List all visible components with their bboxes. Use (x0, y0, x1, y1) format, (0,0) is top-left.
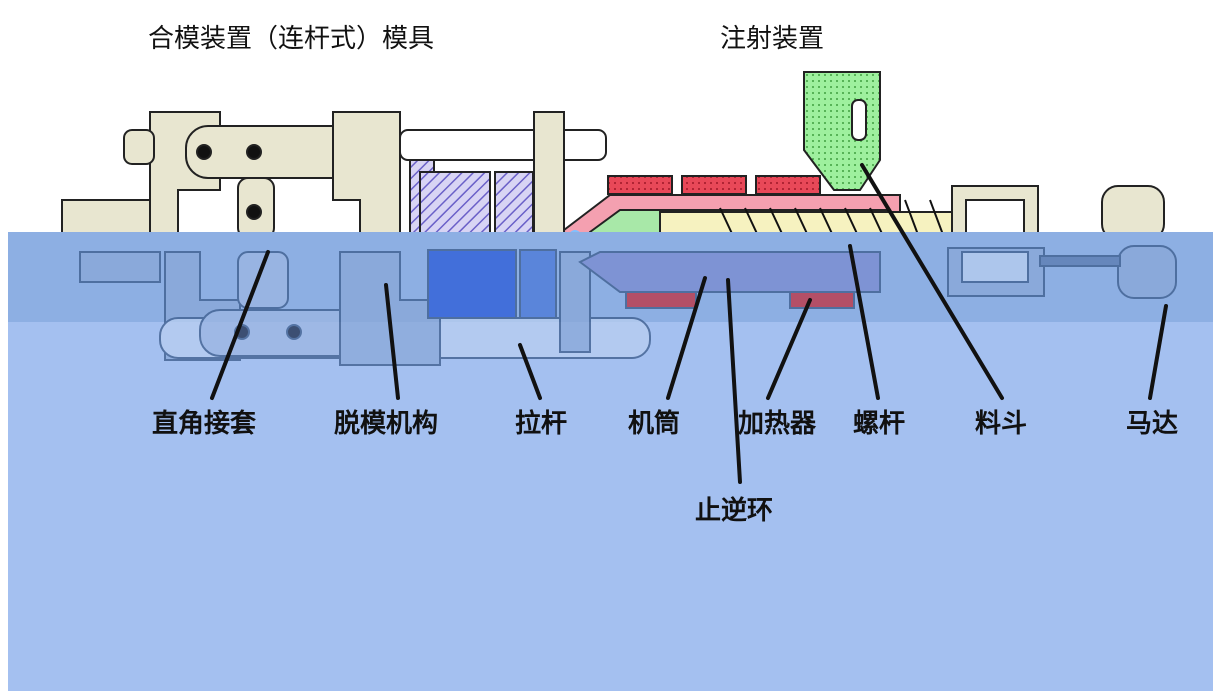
lower-machine-parts (79, 245, 1177, 366)
leader-tie-bar (518, 343, 542, 400)
leader-screw (848, 244, 880, 400)
pin-1 (196, 144, 212, 160)
fixed-mold (494, 171, 534, 235)
left-end-rod (123, 129, 155, 165)
label-right-angle-sleeve: 直角接套 (152, 409, 257, 439)
callout-lines (210, 163, 1168, 484)
mold-lower-left (427, 249, 517, 319)
heater-band-lower-2 (789, 291, 855, 309)
crosshead (332, 111, 401, 241)
label-motor: 马达 (1126, 409, 1179, 439)
tie-bar-top (399, 129, 607, 161)
screw-shaft (659, 211, 961, 235)
leader-heater (766, 298, 812, 400)
injection-unit-title: 注射装置 (720, 24, 825, 54)
hopper-slot (851, 99, 867, 141)
leader-hopper (860, 163, 1004, 400)
label-ejector-mechanism: 脱模机构 (334, 409, 439, 439)
label-screw: 螺杆 (853, 409, 906, 439)
motor (1101, 185, 1165, 241)
pin-4 (246, 204, 262, 220)
gearbox-window (965, 199, 1025, 239)
leader-motor (1148, 304, 1168, 400)
heater-band-2 (681, 175, 747, 195)
heater-band-1 (607, 175, 673, 195)
heater-band-3 (755, 175, 821, 195)
leader-ejector (384, 283, 400, 400)
injection-unit (563, 71, 1165, 242)
leader-barrel (666, 276, 707, 400)
leader-check-ring (726, 278, 742, 484)
moving-mold (419, 171, 491, 235)
label-tie-bar: 拉杆 (515, 409, 568, 439)
label-hopper: 料斗 (975, 409, 1028, 439)
fixed-platen (533, 111, 565, 239)
leader-right-angle-sleeve (210, 250, 270, 400)
heater-band-lower-1 (625, 291, 697, 309)
label-barrel: 机筒 (628, 409, 681, 439)
mold-lower-right (519, 249, 557, 319)
pin-2 (246, 144, 262, 160)
label-check-ring: 止逆环 (695, 496, 774, 526)
label-heater: 加热器 (738, 409, 817, 439)
clamping-unit-title: 合模装置（连杆式）模具 (148, 24, 435, 54)
